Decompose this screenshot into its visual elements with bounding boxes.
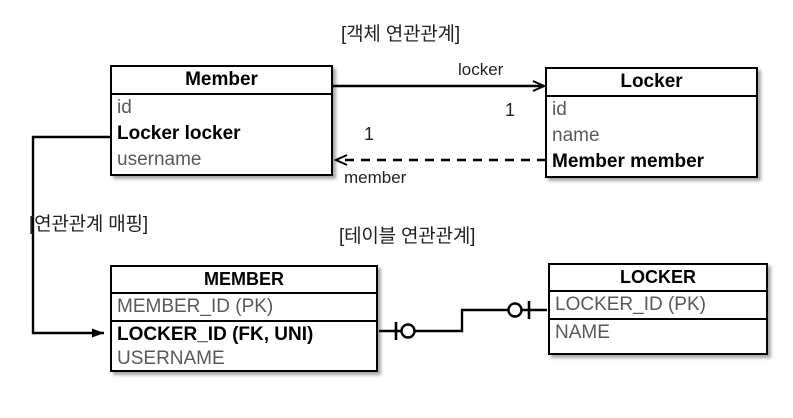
table-column: LOCKER_ID (PK) <box>555 294 706 315</box>
entity-box-member[interactable]: Member id Locker locker username <box>110 65 333 176</box>
caption-object-association: [객체 연관관계] <box>341 24 460 45</box>
edge-member-table-to-locker-table <box>379 301 547 340</box>
edge-label-member: member <box>344 168 407 187</box>
table-title-locker: LOCKER <box>550 265 766 292</box>
edge-multiplicity-member-side: 1 <box>364 124 375 144</box>
table-column: LOCKER_ID (FK, UNI) <box>112 320 376 346</box>
table-columns-member: MEMBER_ID (PK) LOCKER_ID (FK, UNI) USERN… <box>112 294 376 372</box>
entity-attribute: Member member <box>552 151 705 172</box>
caption-mapping: [연관관계 매핑] <box>29 214 148 235</box>
table-box-member[interactable]: MEMBER MEMBER_ID (PK) LOCKER_ID (FK, UNI… <box>110 265 378 372</box>
entity-attributes-member: id Locker locker username <box>112 95 331 173</box>
entity-attribute: Locker locker <box>117 123 241 144</box>
table-columns-locker: LOCKER_ID (PK) NAME <box>550 292 766 344</box>
table-box-locker[interactable]: LOCKER LOCKER_ID (PK) NAME <box>548 263 768 355</box>
caption-table-association: [테이블 연관관계] <box>339 226 476 247</box>
entity-attributes-locker: id name Member member <box>547 97 756 175</box>
table-title-member: MEMBER <box>112 267 376 294</box>
entity-box-locker[interactable]: Locker id name Member member <box>545 67 758 178</box>
entity-attribute: username <box>117 149 202 170</box>
table-column: NAME <box>550 318 766 344</box>
table-column: USERNAME <box>117 348 225 369</box>
edge-label-locker: locker <box>458 60 504 79</box>
edge-multiplicity-locker-side: 1 <box>505 100 516 120</box>
entity-attribute: id <box>117 97 132 118</box>
entity-attribute: name <box>552 125 600 146</box>
entity-attribute: id <box>552 99 567 120</box>
entity-title-locker: Locker <box>547 69 756 97</box>
table-column: MEMBER_ID (PK) <box>117 296 274 317</box>
entity-title-member: Member <box>112 67 331 95</box>
